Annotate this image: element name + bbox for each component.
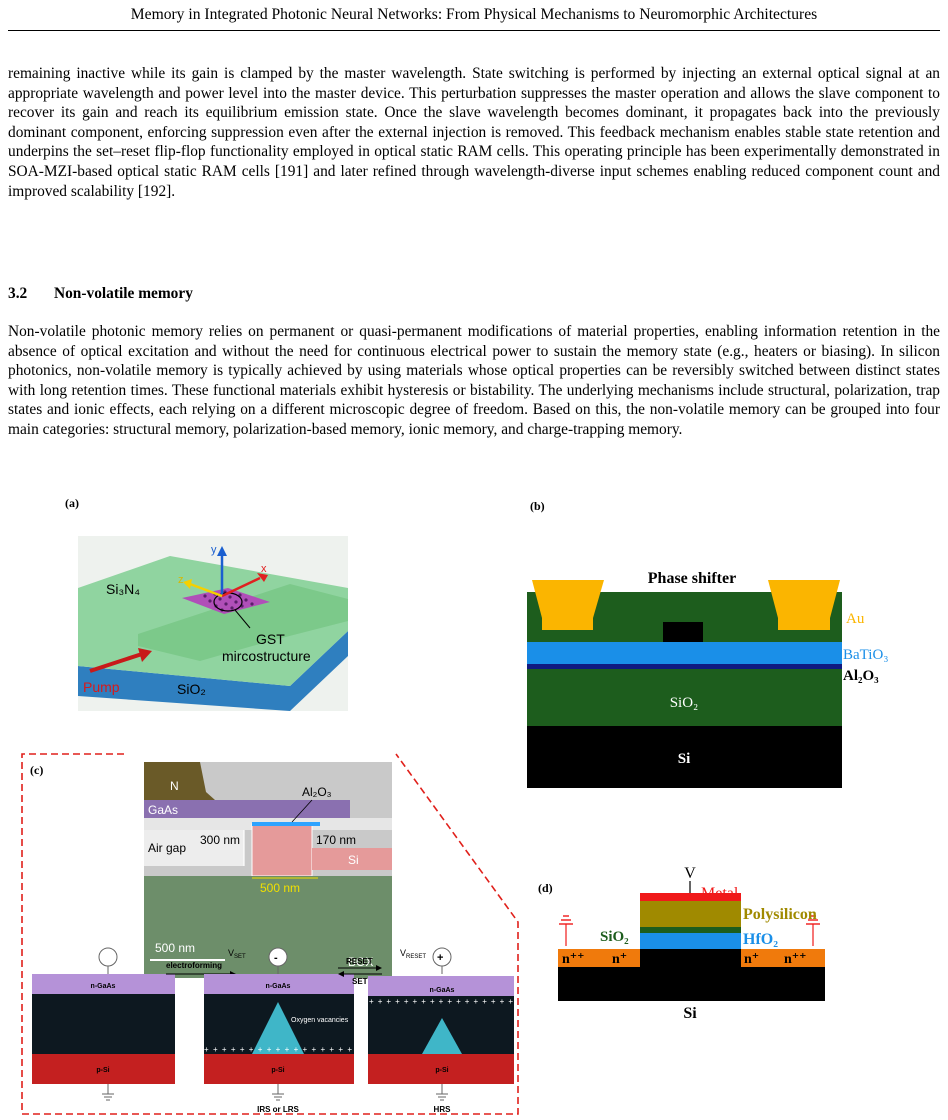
metal-layer xyxy=(640,893,741,901)
body-paragraph-1: remaining inactive while its gain is cla… xyxy=(8,65,940,200)
x-axis-arrow xyxy=(221,576,261,598)
polysilicon-label: Polysilicon xyxy=(743,906,817,923)
panel-c-label: (c) xyxy=(30,763,43,777)
si-label: Si xyxy=(683,1005,697,1022)
sio2-box xyxy=(527,669,842,726)
z-axis-label: z xyxy=(178,574,184,586)
sem-300nm-label: 300 nm xyxy=(200,833,240,847)
au-electrode-right xyxy=(768,580,840,630)
header-rule xyxy=(8,30,940,31)
vreset-plus: + xyxy=(437,952,443,964)
hfo2-label: HfO₂ xyxy=(743,931,778,948)
x-axis-label: x xyxy=(261,563,267,575)
device-reset xyxy=(368,947,514,1101)
v-terminal-label: V xyxy=(684,865,696,882)
device2-psi: p-Si xyxy=(271,1067,284,1074)
np-left-label: n⁺ xyxy=(612,952,627,967)
sio2-label: SiO₂ xyxy=(600,929,629,945)
sem-micrograph xyxy=(144,762,392,978)
device1-psi: p-Si xyxy=(96,1067,109,1074)
device2-plus-row: +++++++++++++++++ xyxy=(204,1045,352,1054)
vreset-label: VRESET xyxy=(400,948,426,960)
si3n4-label: Si₃N₄ xyxy=(106,581,140,597)
gst-patch xyxy=(182,588,270,614)
device-set xyxy=(204,947,354,1101)
irs-lrs-label: IRS or LRS xyxy=(257,1105,299,1114)
sem-n-label: N xyxy=(170,779,179,793)
sio2-gate-layer xyxy=(640,927,741,933)
device1-ngaas: n-GaAs xyxy=(91,983,116,990)
body-paragraph-2: Non-volatile photonic memory relies on p… xyxy=(8,323,940,438)
device2-ngaas: n-GaAs xyxy=(266,983,291,990)
al2o3-label: Al₂O₃ xyxy=(843,668,879,684)
sem-scalebar-label: 500 nm xyxy=(155,941,195,955)
sio2-substrate xyxy=(78,631,348,711)
vset-minus: - xyxy=(274,952,278,964)
sem-gaas-label: GaAs xyxy=(148,803,178,817)
gst-dots xyxy=(203,590,254,612)
z-axis-arrow xyxy=(189,582,223,598)
si-label: Si xyxy=(678,751,691,767)
microstructure-label: mircostructure xyxy=(222,648,311,664)
electroforming-label: electroforming xyxy=(166,961,222,970)
waveguide-ridge xyxy=(138,584,348,661)
pump-arrow xyxy=(89,652,143,673)
dashed-inset-frame xyxy=(21,753,519,1115)
panel-d-figure: (d) V n⁺⁺ n⁺ n⁺ n⁺⁺ SiO₂ Metal Polysilic… xyxy=(538,865,825,1022)
np-right-label: n⁺ xyxy=(744,952,759,967)
device-initial xyxy=(32,947,175,1101)
oxygen-vacancies-label: Oxygen vacancies xyxy=(291,1017,349,1024)
polysilicon-layer xyxy=(640,901,741,927)
hfo2-layer xyxy=(640,933,741,949)
sio2-label: SiO₂ xyxy=(670,695,699,711)
sem-box-label: BOX xyxy=(348,955,373,969)
gst-leader-line xyxy=(234,609,251,629)
running-header: Memory in Integrated Photonic Neural Net… xyxy=(130,6,818,23)
section-number: 3.2 xyxy=(8,285,28,302)
sem-si-label: Si xyxy=(348,853,359,867)
batio3-label: BaTiO₃ xyxy=(843,647,889,663)
au-electrode-left xyxy=(532,580,604,630)
device3-psi: p-Si xyxy=(435,1067,448,1074)
pump-label: Pump xyxy=(83,679,120,695)
section-title: Non-volatile memory xyxy=(54,285,193,302)
au-label: Au xyxy=(846,611,865,627)
gst-label: GST xyxy=(256,631,285,647)
y-axis-label: y xyxy=(211,544,217,556)
hrs-label: HRS xyxy=(434,1105,452,1114)
drain-region xyxy=(741,949,825,967)
metal-label: Metal xyxy=(701,885,739,902)
reset-label: RESET xyxy=(346,957,373,966)
waveguide-core xyxy=(663,622,703,642)
sem-al2o3-label: Al₂O₃ xyxy=(302,785,332,799)
panel-a-figure: (a) y x z Si₃N₄ GST mircostructure Pump … xyxy=(65,496,348,711)
set-label: SET xyxy=(352,977,368,986)
sem-airgap-label: Air gap xyxy=(148,841,186,855)
sem-500nm-label: 500 nm xyxy=(260,881,300,895)
sio2-label: SiO₂ xyxy=(177,681,206,697)
sem-170nm-label: 170 nm xyxy=(316,833,356,847)
si-substrate xyxy=(527,726,842,788)
npp-left-label: n⁺⁺ xyxy=(562,952,585,967)
panel-b-figure: (b) Phase shifter SiO₂ Si Au BaTiO₃ Al₂O… xyxy=(527,499,889,788)
npp-right-label: n⁺⁺ xyxy=(784,952,807,967)
al2o3-layer xyxy=(527,664,842,669)
panel-c-figure: (c) N GaAs Al₂O₃ Air gap 300 nm 170 nm S… xyxy=(21,753,519,1115)
panel-b-label: (b) xyxy=(530,499,545,513)
device3-plus-row: +++++++++++++++++ xyxy=(369,997,513,1006)
phase-shifter-label: Phase shifter xyxy=(648,570,736,587)
panel-a-label: (a) xyxy=(65,496,79,510)
panel-d-label: (d) xyxy=(538,881,553,895)
batio3-layer xyxy=(527,642,842,664)
source-region xyxy=(558,949,640,967)
device3-ngaas: n-GaAs xyxy=(430,987,455,994)
section-heading: 3.2 Non-volatile memory xyxy=(8,285,193,303)
